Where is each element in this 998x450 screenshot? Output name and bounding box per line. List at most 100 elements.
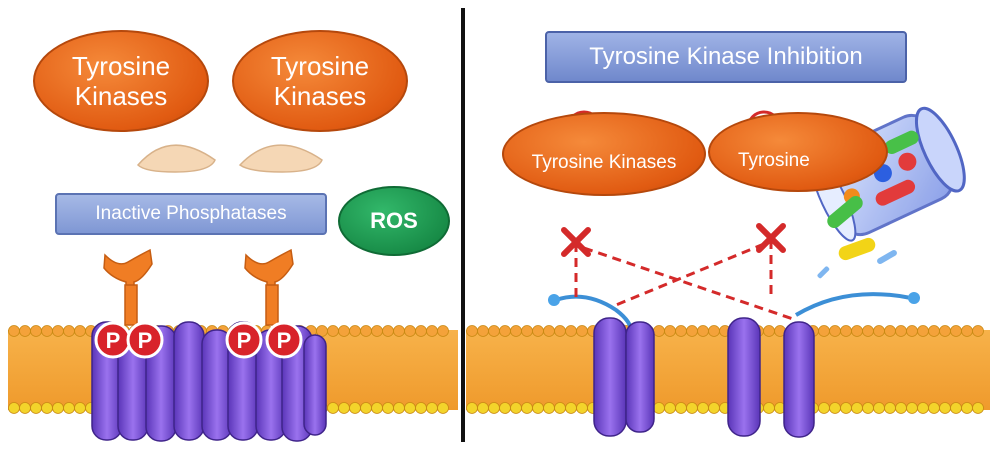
lipid-head	[415, 325, 427, 337]
left-membrane-illustration: P P P P	[8, 144, 458, 442]
lipid-head	[686, 402, 698, 414]
lipid-head	[763, 325, 775, 337]
lipid-head	[950, 402, 962, 414]
left-panel: P P P P Tyrosine Kinases Tyrosine Kinase…	[0, 0, 462, 450]
lipid-head	[851, 402, 863, 414]
lipid-head	[41, 402, 53, 414]
lipid-head	[426, 402, 438, 414]
lipid-head	[653, 402, 665, 414]
lipid-head	[488, 325, 500, 337]
lipid-head	[554, 402, 566, 414]
tyrosine-kinase-oval-2: Tyrosine Kinases	[232, 30, 408, 132]
lipid-head	[708, 325, 720, 337]
lipid-head	[349, 402, 361, 414]
lipid-head	[653, 325, 665, 337]
tyrosine-kinase-label: Tyrosine Kinases	[270, 51, 370, 111]
lipid-head	[906, 402, 918, 414]
lipid-head	[499, 325, 511, 337]
lipid-head	[862, 325, 874, 337]
lipid-head	[393, 402, 405, 414]
lipid-head	[393, 325, 405, 337]
panel-divider	[461, 8, 465, 442]
inactive-enzyme-shapes	[136, 144, 323, 173]
lipid-head	[327, 402, 339, 414]
lipid-head	[950, 325, 962, 337]
inactive-receptor-left	[593, 317, 655, 437]
lipid-head	[763, 402, 775, 414]
lipid-head	[52, 402, 64, 414]
lipid-head	[565, 325, 577, 337]
lipid-head	[829, 325, 841, 337]
lipid-head	[961, 402, 973, 414]
lipid-head	[697, 402, 709, 414]
lipid-head	[532, 325, 544, 337]
lipid-head	[939, 325, 951, 337]
lipid-head	[862, 402, 874, 414]
lipid-head	[543, 325, 555, 337]
lipid-head	[41, 325, 53, 337]
lipid-head	[8, 402, 20, 414]
lipid-head	[466, 402, 478, 414]
lipid-head	[543, 402, 555, 414]
inactive-phosphatases-label: Inactive Phosphatases	[95, 203, 287, 224]
lipid-head	[840, 325, 852, 337]
lipid-head	[415, 402, 427, 414]
lipid-head	[851, 325, 863, 337]
lipid-head	[818, 402, 830, 414]
lipid-head	[327, 325, 339, 337]
lipid-head	[576, 325, 588, 337]
lipid-head	[19, 325, 31, 337]
phospho-label: P	[106, 328, 121, 353]
inhibited-kinase-label: Tyrosine	[738, 150, 810, 171]
lipid-head	[30, 325, 42, 337]
lipid-head	[63, 402, 75, 414]
lipid-head	[675, 325, 687, 337]
lipid-head	[477, 325, 489, 337]
lipid-head	[74, 402, 86, 414]
lipid-head	[928, 402, 940, 414]
lipid-head	[360, 402, 372, 414]
lipid-head	[499, 402, 511, 414]
inactive-receptor-right	[727, 317, 815, 438]
lipid-head	[565, 402, 577, 414]
lipid-head	[873, 402, 885, 414]
receptor-ligand-right	[244, 248, 294, 326]
lipid-head	[349, 325, 361, 337]
lipid-head	[437, 325, 449, 337]
lipid-head	[554, 325, 566, 337]
lipid-head	[477, 402, 489, 414]
lipid-head	[829, 402, 841, 414]
lipid-head	[510, 402, 522, 414]
lipid-head	[521, 402, 533, 414]
inhibited-kinase-label: Tyrosine Kinases	[531, 152, 677, 173]
lipid-head	[404, 325, 416, 337]
lipid-head	[697, 325, 709, 337]
ros-label: ROS	[370, 208, 418, 233]
right-membrane-illustration	[466, 106, 990, 438]
lipid-head	[895, 325, 907, 337]
lipid-head	[928, 325, 940, 337]
lipid-head	[675, 402, 687, 414]
phospho-label: P	[138, 328, 153, 353]
lipid-head	[818, 325, 830, 337]
lipid-head	[382, 325, 394, 337]
lipid-head	[74, 325, 86, 337]
inactive-phosphatases-box: Inactive Phosphatases	[55, 193, 327, 235]
inhibited-kinase-oval-1: Tyrosine Kinases	[502, 112, 706, 196]
right-panel: Tyrosine Kinase Inhibition Tyrosine Kina…	[466, 0, 998, 450]
lipid-head	[972, 325, 984, 337]
lipid-head	[371, 402, 383, 414]
lipid-head	[338, 325, 350, 337]
lipid-head	[19, 402, 31, 414]
inhibited-kinase-oval-2: Tyrosine	[708, 112, 888, 192]
lipid-head	[884, 402, 896, 414]
lipid-head	[576, 402, 588, 414]
lipid-head	[664, 325, 676, 337]
inhibition-x-marks	[561, 223, 786, 257]
lipid-head	[30, 402, 42, 414]
phospho-label: P	[277, 328, 292, 353]
lipid-head	[488, 402, 500, 414]
inhibition-lines	[574, 240, 797, 322]
lipid-head	[52, 325, 64, 337]
lipid-head	[664, 402, 676, 414]
